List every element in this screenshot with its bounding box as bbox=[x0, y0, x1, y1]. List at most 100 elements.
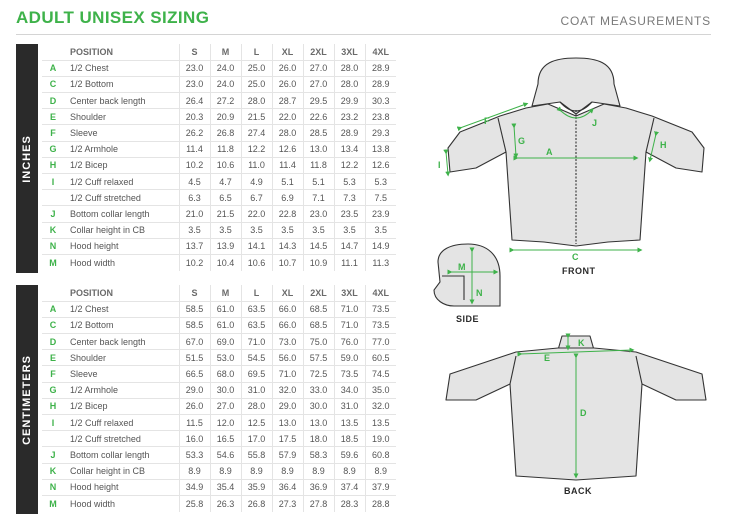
size-value-cell: 27.0 bbox=[302, 76, 334, 94]
size-value-cell: 22.0 bbox=[271, 108, 303, 126]
size-value-cell: 37.4 bbox=[333, 479, 365, 496]
size-value-cell: 12.2 bbox=[240, 141, 272, 158]
size-value-cell: 12.5 bbox=[240, 414, 272, 432]
size-value-cell: 77.0 bbox=[364, 333, 396, 351]
size-value-cell: 13.8 bbox=[364, 141, 396, 158]
size-value-cell: 71.0 bbox=[333, 301, 365, 318]
size-value-cell: 19.0 bbox=[364, 430, 396, 448]
row-label: Center back length bbox=[64, 333, 179, 351]
marker-j-front: J bbox=[592, 118, 597, 128]
size-value-cell: 74.5 bbox=[364, 365, 396, 383]
size-value-cell: 28.0 bbox=[240, 92, 272, 110]
coat-diagrams: A C F G H I J FRONT M N SIDE bbox=[420, 44, 720, 514]
size-value-cell: 14.9 bbox=[364, 238, 396, 255]
marker-m-side: M bbox=[458, 262, 466, 272]
size-value-cell: 34.9 bbox=[178, 479, 210, 496]
size-value-cell: 3.5 bbox=[240, 222, 272, 239]
row-letter: K bbox=[42, 222, 64, 239]
row-letter: C bbox=[42, 76, 64, 94]
centimeters-sidebar-label: CENTIMETERS bbox=[21, 354, 33, 445]
size-value-cell: 12.0 bbox=[209, 414, 241, 432]
size-value-cell: 27.4 bbox=[240, 124, 272, 142]
size-value-cell: 23.0 bbox=[178, 60, 210, 77]
size-value-cell: 10.2 bbox=[178, 254, 210, 271]
size-value-cell: 53.3 bbox=[178, 446, 210, 464]
size-value-cell: 32.0 bbox=[271, 382, 303, 399]
marker-a-front: A bbox=[546, 147, 553, 157]
row-letter: F bbox=[42, 365, 64, 383]
row-letter: C bbox=[42, 317, 64, 335]
size-value-cell: 28.0 bbox=[333, 60, 365, 77]
side-caption: SIDE bbox=[456, 314, 479, 324]
row-label: Hood height bbox=[64, 238, 179, 255]
size-value-cell: 56.0 bbox=[271, 349, 303, 367]
size-value-cell: 23.5 bbox=[333, 205, 365, 223]
size-value-cell: 10.2 bbox=[178, 157, 210, 175]
size-header-2xl: 2XL bbox=[302, 285, 334, 302]
size-value-cell: 3.5 bbox=[302, 222, 334, 239]
size-value-cell: 29.5 bbox=[302, 92, 334, 110]
size-value-cell: 29.9 bbox=[333, 92, 365, 110]
size-value-cell: 11.5 bbox=[178, 414, 210, 432]
marker-i-front: I bbox=[438, 160, 441, 170]
row-letter: M bbox=[49, 257, 57, 268]
size-value-cell: 16.5 bbox=[209, 430, 241, 448]
marker-f-front: F bbox=[484, 116, 490, 126]
size-value-cell: 22.0 bbox=[240, 205, 272, 223]
row-label: 1/2 Armhole bbox=[64, 141, 179, 158]
row-label: Shoulder bbox=[64, 349, 179, 367]
row-label: Sleeve bbox=[64, 365, 179, 383]
size-value-cell: 18.0 bbox=[302, 430, 334, 448]
row-letter: K bbox=[42, 463, 64, 480]
size-value-cell: 28.0 bbox=[240, 398, 272, 416]
size-value-cell: 3.5 bbox=[333, 222, 365, 239]
size-value-cell: 36.9 bbox=[302, 479, 334, 496]
row-letter bbox=[42, 430, 64, 448]
size-value-cell: 28.3 bbox=[333, 495, 365, 512]
row-label: 1/2 Bottom bbox=[64, 76, 179, 94]
marker-n-side: N bbox=[476, 288, 483, 298]
row-letter: A bbox=[42, 301, 64, 318]
size-value-cell: 12.2 bbox=[333, 157, 365, 175]
size-value-cell: 68.0 bbox=[209, 365, 241, 383]
size-value-cell: 27.0 bbox=[209, 398, 241, 416]
size-value-cell: 58.3 bbox=[302, 446, 334, 464]
size-value-cell: 5.1 bbox=[302, 173, 334, 191]
row-label: Bottom collar length bbox=[64, 205, 179, 223]
size-value-cell: 73.0 bbox=[271, 333, 303, 351]
size-value-cell: 17.0 bbox=[240, 430, 272, 448]
size-value-cell: 11.4 bbox=[271, 157, 303, 175]
size-value-cell: 13.0 bbox=[271, 414, 303, 432]
size-value-cell: 28.0 bbox=[271, 124, 303, 142]
size-value-cell: 35.9 bbox=[240, 479, 272, 496]
size-value-cell: 26.0 bbox=[271, 60, 303, 77]
row-label: Shoulder bbox=[64, 108, 179, 126]
size-value-cell: 13.5 bbox=[333, 414, 365, 432]
size-value-cell: 71.0 bbox=[271, 365, 303, 383]
size-value-cell: 28.8 bbox=[364, 495, 396, 512]
marker-h-front: H bbox=[660, 140, 667, 150]
size-header-l: L bbox=[240, 44, 272, 61]
size-value-cell: 20.9 bbox=[209, 108, 241, 126]
size-value-cell: 6.7 bbox=[240, 189, 272, 207]
row-letter: D bbox=[42, 333, 64, 351]
size-value-cell: 58.5 bbox=[178, 317, 210, 335]
row-letter: D bbox=[42, 92, 64, 110]
row-letter bbox=[42, 189, 64, 207]
size-value-cell: 21.5 bbox=[209, 205, 241, 223]
back-measure-lines bbox=[517, 333, 635, 479]
size-value-cell: 21.5 bbox=[240, 108, 272, 126]
marker-k-back: K bbox=[578, 338, 585, 348]
size-value-cell: 25.8 bbox=[178, 495, 210, 512]
size-value-cell: 26.0 bbox=[178, 398, 210, 416]
size-value-cell: 27.3 bbox=[271, 495, 303, 512]
size-value-cell: 4.7 bbox=[209, 173, 241, 191]
